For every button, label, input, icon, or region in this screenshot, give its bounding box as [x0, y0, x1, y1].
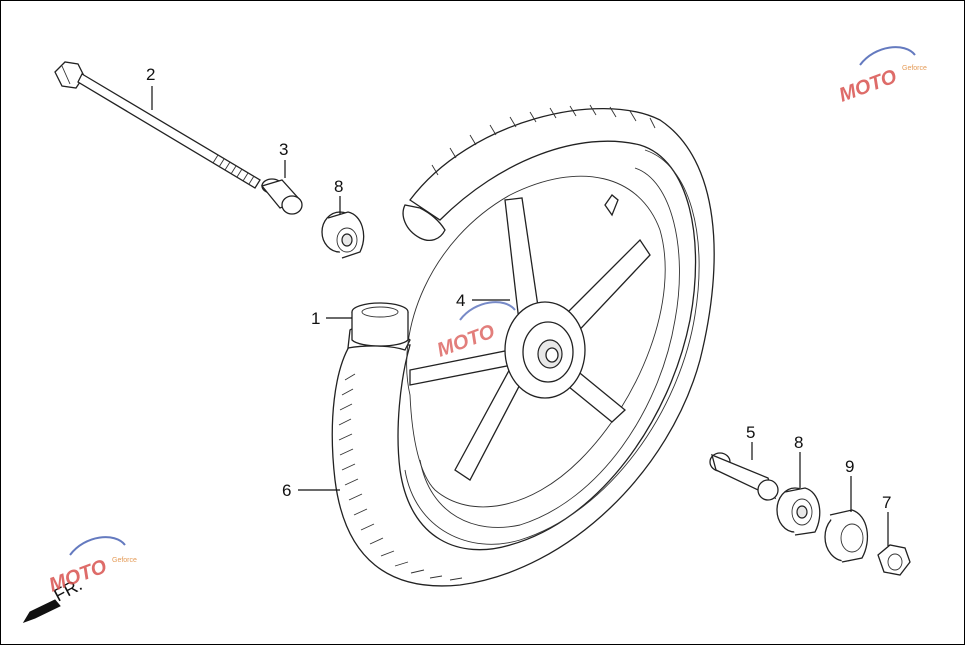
watermark-subtext: Geforce — [112, 557, 137, 564]
rim-section — [351, 302, 409, 347]
callout-8-left: 8 — [334, 177, 343, 196]
callout-9: 9 — [845, 457, 854, 476]
distance-collar — [709, 452, 779, 501]
callout-5: 5 — [746, 423, 755, 442]
axle-nut — [877, 544, 911, 576]
callout-1: 1 — [311, 309, 320, 328]
callout-7: 7 — [882, 493, 891, 512]
watermark-text: MOTO — [836, 65, 900, 106]
bearing-left — [321, 211, 365, 259]
front-arrow-icon — [22, 599, 61, 623]
watermark-swoosh-icon — [459, 301, 516, 321]
watermark-swoosh-icon — [69, 536, 126, 556]
spacer-collar — [260, 178, 303, 215]
callout-8-right: 8 — [794, 433, 803, 452]
watermark-swoosh-icon — [859, 46, 916, 66]
axle — [54, 61, 261, 189]
watermark-bottom-left: MOTO Geforce — [46, 536, 137, 597]
callout-3: 3 — [279, 140, 288, 159]
callouts: 2 3 8 4 1 6 5 8 9 7 — [146, 65, 891, 546]
callout-4: 4 — [456, 291, 465, 310]
oil-seal — [824, 509, 869, 563]
bearing-right — [776, 487, 821, 536]
callout-2: 2 — [146, 65, 155, 84]
watermark-subtext: Geforce — [902, 65, 927, 72]
watermark-top-right: MOTO Geforce — [836, 46, 927, 107]
callout-6: 6 — [282, 481, 291, 500]
wheel-rim — [406, 175, 666, 508]
